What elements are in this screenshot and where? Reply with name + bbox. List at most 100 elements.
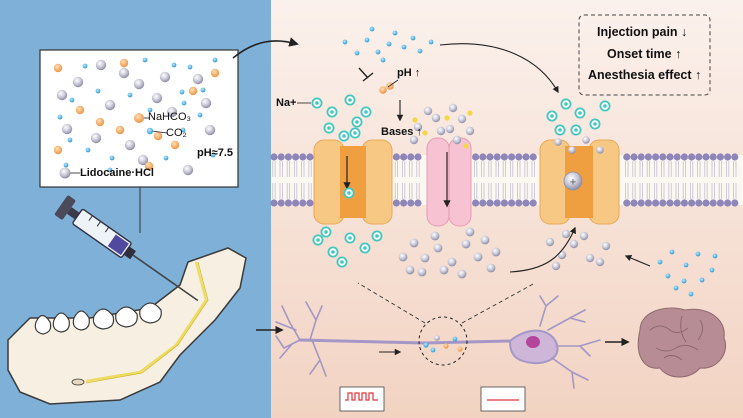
lidocaine-molecule: [457, 114, 467, 124]
phospholipid-head: [716, 199, 725, 207]
axon-zoom-circle: [418, 316, 468, 366]
phospholipid-head: [652, 199, 660, 207]
sodium-ion: [338, 130, 350, 142]
lidocaine-molecule: [413, 122, 423, 132]
phospholipid-head: [472, 199, 480, 207]
phospholipid-head: [299, 199, 307, 207]
sodium-ion: [359, 242, 371, 254]
lidocaine-molecule: [151, 92, 163, 104]
sodium-ion: [360, 106, 372, 118]
phospholipid-head: [392, 153, 400, 161]
phospholipid-head: [407, 199, 415, 207]
phospholipid-head: [623, 153, 631, 161]
sodium-ion: [312, 234, 324, 246]
lidocaine-molecule: [491, 247, 501, 257]
bicarbonate-molecule: [95, 117, 105, 127]
bicarbonate-molecule: [379, 86, 387, 94]
phospholipid-head: [659, 153, 667, 161]
lidocaine-molecule: [545, 237, 555, 247]
lidocaine-molecule: [445, 124, 455, 134]
jaw-icon: [7, 247, 247, 405]
legend-bicarbonate-dot: [134, 113, 144, 123]
nahco3-label: NaHCO₃: [148, 111, 191, 123]
co2-molecule: [423, 342, 429, 348]
co2-molecule: [401, 44, 407, 50]
co2-molecule: [210, 152, 216, 158]
inset-to-membrane-arrow: [232, 37, 299, 59]
sodium-ion: [344, 94, 356, 106]
to-right-channel-arrow: [439, 43, 559, 94]
lidocaine-molecule: [568, 146, 576, 154]
phospholipid-head: [652, 153, 660, 161]
phospholipid-head: [731, 153, 739, 161]
legend-co2-dot: [146, 127, 154, 135]
phospholipid-head: [716, 153, 725, 161]
sodium-ion: [589, 118, 601, 130]
effect-anesthesia: Anesthesia effect ↑: [588, 68, 702, 82]
lidocaine-molecule: [430, 231, 440, 241]
co2-molecule: [57, 114, 63, 120]
phospholipid-head: [292, 153, 300, 161]
co2-molecule: [180, 127, 186, 133]
syringe-icon: [54, 195, 199, 302]
bicarbonate-molecule: [210, 68, 220, 78]
lidocaine-molecule: [582, 136, 590, 144]
phospholipid-head: [400, 199, 408, 207]
lidocaine-molecule: [104, 99, 116, 111]
co2-molecule: [187, 64, 193, 70]
lidocaine-molecule: [569, 239, 579, 249]
lidocaine-molecule: [457, 269, 467, 279]
phospholipid-head: [515, 153, 523, 161]
effect-onset-time: Onset time ↑: [607, 47, 682, 61]
co2-molecule: [200, 87, 206, 93]
lidocaine-molecule: [447, 257, 457, 267]
lidocaine-molecule: [192, 73, 204, 85]
co2-molecule: [181, 100, 187, 106]
phospholipid-head: [630, 153, 638, 161]
base-molecule: [422, 130, 428, 136]
phospholipid-head: [688, 199, 696, 207]
phospholipid-head: [292, 199, 300, 207]
solution-inset-box: [39, 49, 239, 188]
lidocaine-molecule: [409, 135, 419, 145]
co2-molecule: [709, 267, 715, 273]
phospholipid-head: [529, 199, 537, 207]
co2-molecule: [430, 347, 436, 353]
svg-text:+: +: [570, 177, 576, 189]
phospholipid-head: [695, 199, 703, 207]
extracellular-ions-arrow: [624, 254, 651, 267]
sodium-ion: [311, 97, 323, 109]
phospholipid-head: [623, 199, 631, 207]
phospholipid-head: [666, 153, 674, 161]
lidocaine-molecule: [452, 135, 462, 145]
co2-molecule: [683, 262, 689, 268]
sodium-ion: [371, 230, 383, 242]
lidocaine-molecule: [554, 138, 562, 146]
co2-molecule: [695, 251, 701, 257]
co2-molecule: [163, 155, 169, 161]
lidocaine-molecule: [133, 78, 145, 90]
co2-label: CO₂: [166, 127, 187, 139]
co2-molecule: [699, 277, 705, 283]
sodium-ion: [599, 100, 611, 112]
phospholipid-head: [479, 199, 487, 207]
co2-molecule: [85, 147, 91, 153]
co2-molecule: [95, 88, 101, 94]
lidocaine-molecule: [448, 103, 458, 113]
sodium-ion: [343, 187, 355, 199]
sodium-ion: [326, 106, 338, 118]
phospholipid-head: [666, 199, 674, 207]
phospholipid-head: [637, 153, 645, 161]
lidocaine-molecule: [595, 257, 605, 267]
sodium-ion: [570, 124, 582, 136]
co2-molecule: [107, 167, 113, 173]
phospholipid-head: [515, 199, 523, 207]
bicarbonate-molecule: [457, 346, 463, 352]
phospholipid-head: [500, 153, 508, 161]
bicarbonate-molecule: [53, 145, 63, 155]
sodium-ion: [349, 127, 361, 139]
phospholipid-head: [414, 153, 422, 161]
co2-molecule: [342, 39, 348, 45]
bicarbonate-molecule: [119, 58, 129, 68]
